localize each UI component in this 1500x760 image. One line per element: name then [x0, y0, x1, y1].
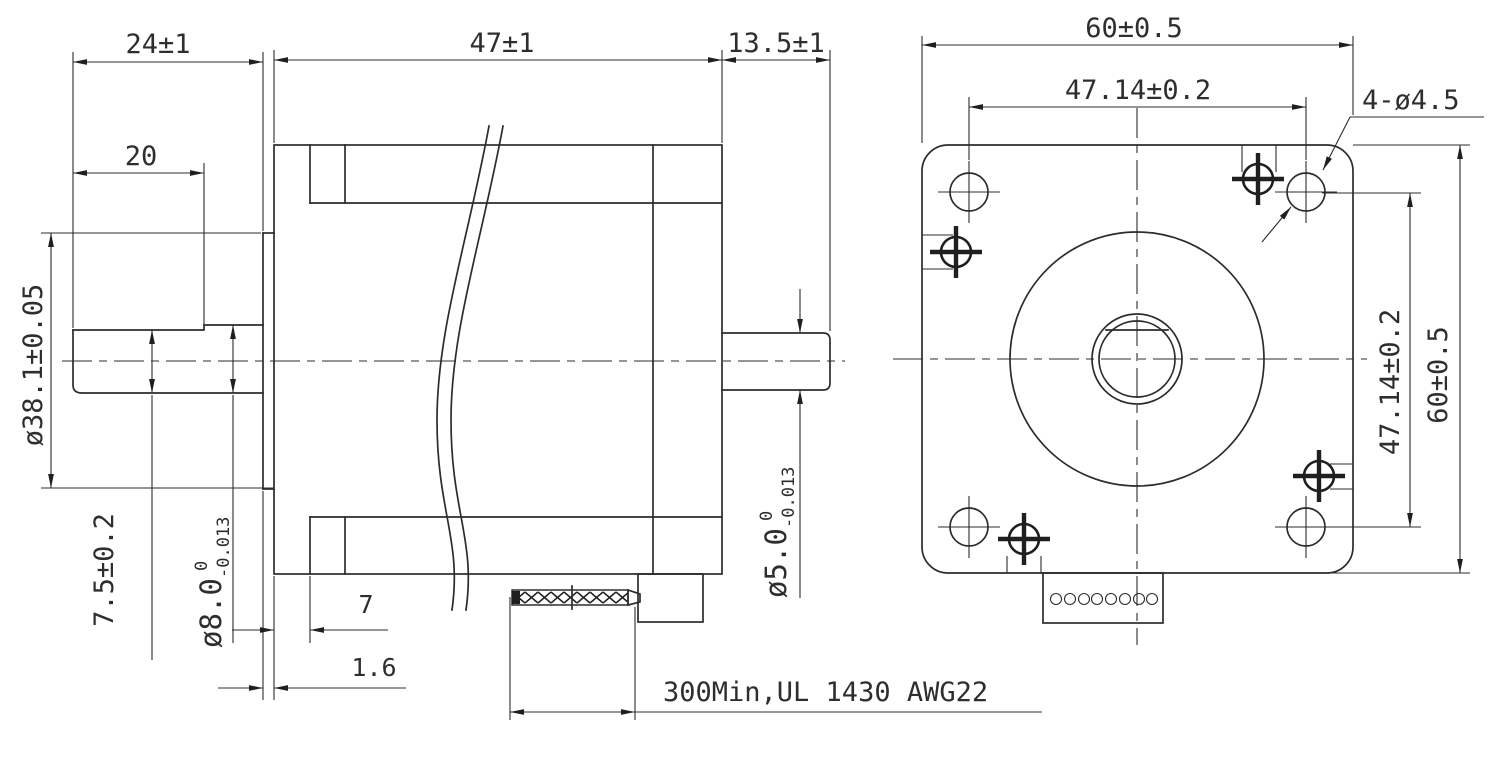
dia-8-main: ø8.0: [194, 578, 228, 648]
assembly-screw-top: [1232, 145, 1284, 205]
pin-hole: [1049, 592, 1063, 606]
dia-8-tol-lower: -0.013: [214, 517, 234, 578]
dim-47-label: 47±1: [469, 28, 534, 59]
pin-hole: [1090, 592, 1104, 606]
assembly-screw-bottom: [998, 513, 1050, 573]
front-shaft: [72, 324, 264, 394]
dia-5-tol-lower: -0.013: [779, 467, 799, 528]
leader-line: [1322, 116, 1351, 171]
shaft-bottom-edge: [72, 329, 264, 394]
side-connector-housing: [637, 573, 704, 623]
pin-hole: [1132, 592, 1146, 606]
side-view-dimensions: 24±1 20 47±1 13.5±1 ø38.1±0.05 7.5±0.2 ø…: [18, 28, 1042, 720]
dia-5-main: ø5.0: [759, 528, 793, 598]
motor-body-internal-lines: [309, 144, 723, 575]
lead-note-label: 300Min,UL 1430 AWG22: [663, 677, 988, 708]
face-connector: [1042, 572, 1164, 624]
dim-20-label: 20: [125, 141, 158, 172]
face-connector-housing: [1042, 572, 1164, 624]
lead-end-cap: [512, 591, 520, 604]
pin-hole: [1145, 592, 1159, 606]
dim-24-label: 24±1: [125, 29, 190, 60]
dia-8-tol-upper: 0: [192, 561, 212, 571]
pin-hole: [1118, 592, 1132, 606]
dim-60-right-label: 60±0.5: [1423, 326, 1454, 424]
dim-4714-top-label: 47.14±0.2: [1065, 75, 1211, 106]
dim-60-top-label: 60±0.5: [1085, 13, 1183, 44]
assembly-screws: [922, 145, 1353, 573]
dia-5-tol-upper: 0: [757, 511, 777, 521]
lead-taper: [627, 588, 641, 607]
pin-hole: [1063, 592, 1077, 606]
pin-hole: [1077, 592, 1091, 606]
face-view-dimensions: 60±0.5 47.14±0.2 4-ø4.5 47.14±0.2 60±0.5: [921, 13, 1484, 574]
assembly-screw-left: [922, 226, 982, 278]
break-lines: [436, 125, 504, 611]
dim-7-label: 7: [358, 590, 373, 619]
lead-wire-bundle: [511, 585, 641, 610]
dia-5-label: ø5.0 0 -0.013: [757, 467, 799, 598]
mounting-hole-bottom-left: [938, 496, 1000, 558]
holes-note-label: 4-ø4.5: [1362, 85, 1460, 116]
motor-body-outline: [273, 144, 723, 575]
dim-13-5-label: 13.5±1: [727, 28, 825, 59]
mounting-hole-top-left: [938, 161, 1000, 223]
break-curve: [436, 125, 490, 611]
face-view: 60±0.5 47.14±0.2 4-ø4.5 47.14±0.2 60±0.5: [893, 13, 1484, 645]
break-curve: [450, 125, 504, 611]
dia-38-label: ø38.1±0.05: [18, 284, 49, 447]
side-view: 24±1 20 47±1 13.5±1 ø38.1±0.05 7.5±0.2 ø…: [18, 28, 1042, 720]
dim-4714-right-label: 47.14±0.2: [1375, 309, 1406, 455]
lead-braid: [511, 589, 629, 606]
assembly-screw-right: [1293, 450, 1353, 502]
leader-line: [1261, 206, 1292, 243]
mounting-hole-top-right: [1275, 161, 1337, 223]
pin-hole: [1104, 592, 1118, 606]
dim-7-5-label: 7.5±0.2: [89, 513, 120, 627]
dim-1-6-label: 1.6: [351, 653, 396, 682]
dia-8-label: ø8.0 0 -0.013: [192, 517, 234, 648]
shaft-top-edge: [72, 324, 264, 331]
